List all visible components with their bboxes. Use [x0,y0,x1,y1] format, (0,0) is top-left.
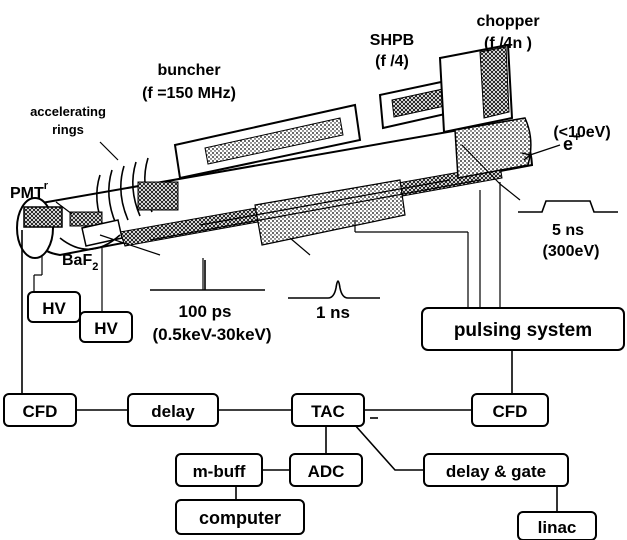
accelerating-label: accelerating [30,104,106,119]
svg-text:computer: computer [199,508,281,528]
cfd-right-box: CFD [472,394,548,426]
linac-box: linac [518,512,596,540]
chopper-freq-label: (f /4n ) [484,35,532,52]
bunch-energy-label: (0.5keV-30keV) [152,325,271,344]
chopper-inner [480,47,509,118]
svg-text:delay: delay [151,402,195,421]
svg-text:m-buff: m-buff [193,462,246,481]
pulse-energy-label: (300eV) [543,243,600,260]
baf2-label: BaF2 [62,252,98,273]
svg-text:HV: HV [94,319,118,338]
hv-box-2: HV [80,312,132,342]
pulse-5ns [518,201,618,212]
pmt-label: PMTr [10,180,49,202]
pulsing-system-box: pulsing system [422,308,624,350]
svg-text:pulsing system: pulsing system [454,320,592,341]
bunch-width-label: 100 ps [179,302,232,321]
svg-text:TAC: TAC [311,402,345,421]
pulse-width-label: 5 ns [552,222,584,239]
svg-text:ADC: ADC [308,462,345,481]
delay-gate-box: delay & gate [424,454,568,486]
rings-label: rings [52,122,84,137]
delay-box: delay [128,394,218,426]
computer-box: computer [176,500,304,534]
positron-energy-label: (<10eV) [553,124,610,141]
electronics-boxes: HV HV pulsing system CFD delay TAC CFD [4,292,624,540]
mbuff-box: m-buff [176,454,262,486]
pulse-1ns [288,281,380,298]
adc-box: ADC [290,454,362,486]
baf2-sub: 2 [92,261,98,273]
shpb-freq-label: (f /4) [375,53,409,70]
hv-box-1: HV [28,292,80,322]
pmt-block [24,207,62,227]
svg-text:delay & gate: delay & gate [446,462,546,481]
chopper-label: chopper [476,13,539,30]
cfd-left-box: CFD [4,394,76,426]
svg-text:HV: HV [42,299,66,318]
buncher-freq-label: (f =150 MHz) [142,85,236,102]
beamline-apparatus [17,45,532,258]
shpb-label: SHPB [370,32,414,49]
svg-text:CFD: CFD [23,402,58,421]
ns-pulse-label: 1 ns [316,303,350,322]
pmt-sup: r [44,180,49,192]
buncher-label: buncher [157,62,220,79]
svg-text:linac: linac [538,518,577,537]
svg-text:CFD: CFD [493,402,528,421]
tac-box: TAC [292,394,364,426]
